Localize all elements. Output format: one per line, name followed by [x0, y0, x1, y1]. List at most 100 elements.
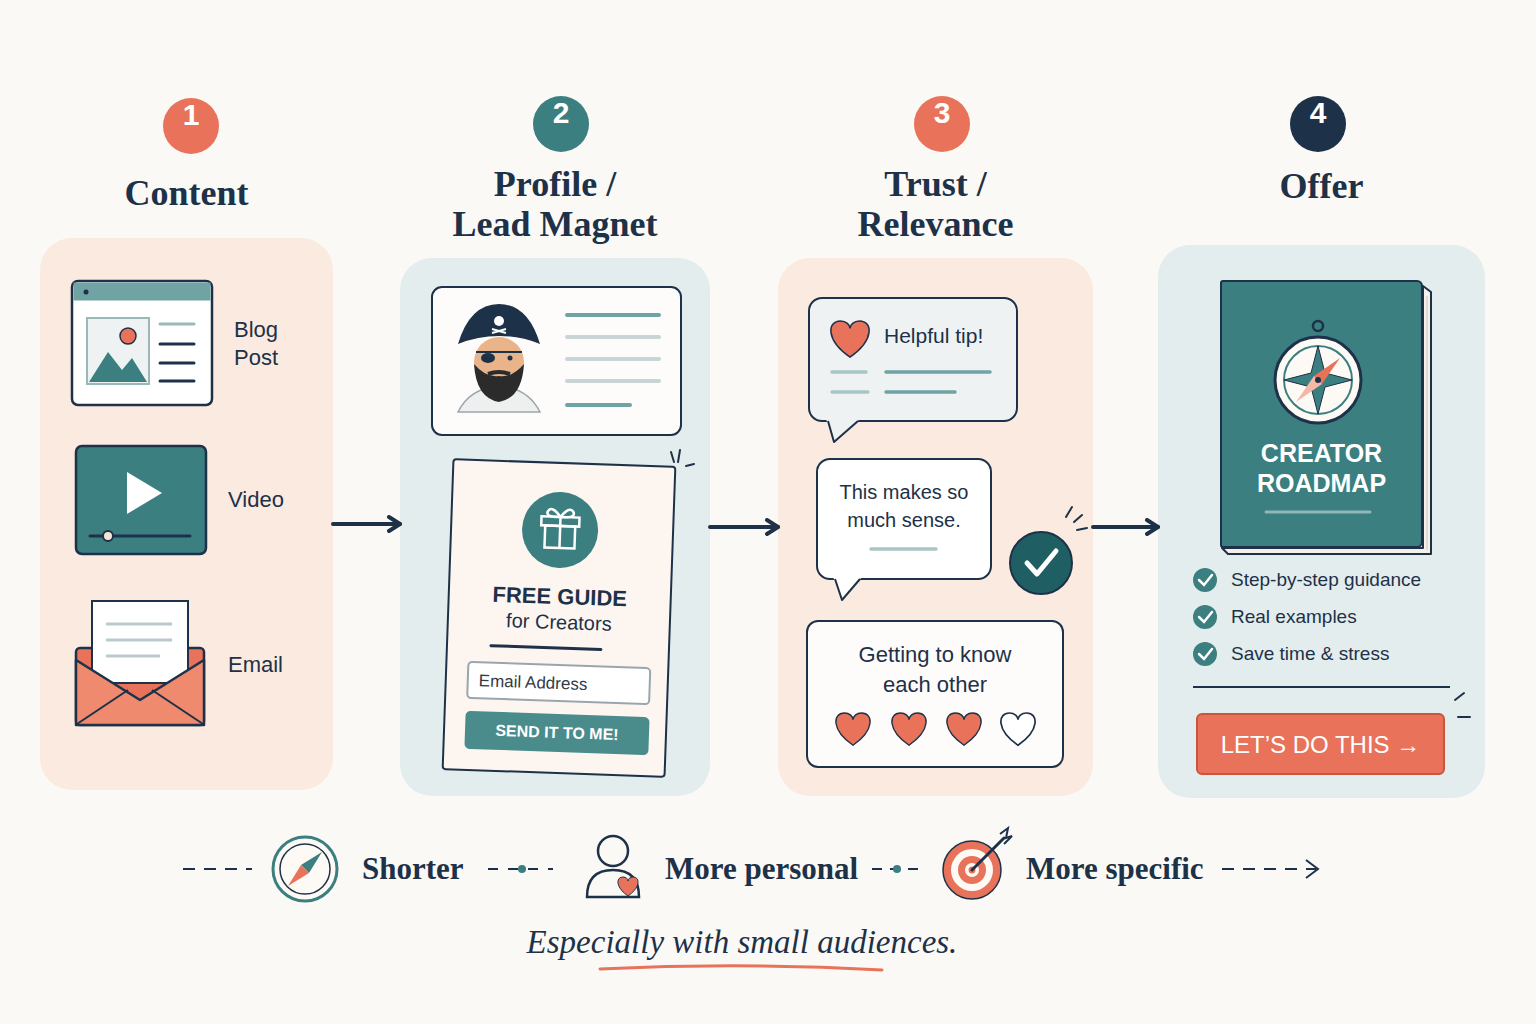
illustration-part [488, 372, 510, 374]
illustration-part [835, 579, 860, 600]
illustration-part [106, 655, 160, 658]
flow-arrow [1093, 525, 1158, 529]
bubble-text: This makes so much sense. [829, 478, 979, 534]
callout-number: 4 [1290, 96, 1346, 130]
illustration-part [1455, 693, 1464, 700]
illustration-part [1313, 321, 1323, 331]
card-title: FREE GUIDE [449, 580, 670, 614]
benefit-item: Real examples [1231, 605, 1357, 629]
illustration-part [458, 304, 540, 344]
button-text: SEND IT TO ME! [465, 720, 650, 746]
step-number: 4 [1290, 96, 1346, 152]
illustration-part [474, 364, 524, 402]
bubble-text: Helpful tip! [884, 323, 983, 349]
panel-heading: Content [67, 173, 307, 213]
illustration-part [1077, 528, 1087, 530]
illustration-part [84, 290, 89, 295]
illustration-part [547, 509, 574, 518]
illustration-part [476, 351, 522, 353]
illustration-part [160, 343, 194, 346]
illustration-part [1315, 377, 1321, 383]
illustration-part [836, 713, 870, 745]
illustration-part [567, 403, 630, 407]
email-icon [76, 601, 204, 725]
illustration-part [1222, 286, 1431, 554]
illustration-part [893, 865, 901, 873]
illustration-part [103, 531, 113, 541]
illustration-part [90, 535, 190, 538]
principle-label: More personal [665, 850, 858, 888]
illustration-part [1193, 686, 1450, 688]
compass-icon [1266, 321, 1370, 512]
bubble-tail [826, 419, 862, 600]
illustration-part [160, 362, 194, 365]
illustration-part [892, 713, 926, 745]
illustration-part [1306, 860, 1318, 878]
illustration-part [491, 646, 601, 650]
relationship-box: Getting to know each other [806, 620, 1064, 768]
illustration-part [76, 648, 204, 725]
heart-icon [831, 321, 869, 357]
illustration-part [886, 370, 990, 374]
gift-icon [491, 490, 606, 650]
callout-number: 1 [163, 98, 219, 132]
submit-button: SEND IT TO ME! [464, 711, 649, 755]
illustration-part [886, 390, 955, 394]
video-icon [76, 446, 206, 554]
check-badge [1010, 532, 1072, 594]
button-text: LET’S DO THIS → [1198, 731, 1443, 759]
illustration-part [671, 452, 674, 462]
target-icon [943, 828, 1012, 899]
product-book: CREATOR ROADMAP [1220, 280, 1423, 548]
sparkle [1455, 693, 1470, 717]
illustration-part [474, 337, 524, 387]
illustration-part [127, 472, 162, 514]
box-text: Getting to know each other [840, 640, 1030, 700]
heart-row [836, 713, 1035, 745]
illustration-part [1275, 337, 1361, 423]
illustration-part [1284, 346, 1352, 414]
stage-panel: OfferCREATOR ROADMAPLET’S DO THIS → [1158, 245, 1485, 798]
principle-label: Shorter [362, 850, 464, 888]
channel-label: Video [228, 486, 284, 514]
illustration-part [872, 868, 920, 870]
panel-heading: Profile / Lead Magnet [440, 164, 670, 244]
person-icon [587, 836, 639, 897]
illustration-part [183, 868, 252, 870]
illustration-part [1074, 515, 1082, 522]
illustration-part [1458, 716, 1470, 718]
sparkle [671, 450, 694, 466]
stage-panel: Profile / Lead MagnetFREE GUIDEfor Creat… [400, 258, 710, 796]
illustration-part [1427, 296, 1428, 550]
illustration-part [1193, 605, 1217, 629]
illustration-part [160, 323, 194, 326]
illustration-part [833, 577, 862, 600]
illustration-part [832, 370, 866, 374]
illustration-part [826, 419, 860, 442]
illustration-part [686, 464, 694, 466]
illustration-part [89, 352, 147, 382]
illustration-part [1066, 507, 1072, 517]
illustration-part [587, 870, 639, 897]
illustration-part [951, 849, 993, 891]
illustration-part [72, 281, 212, 405]
illustration-part [969, 867, 976, 874]
panel-heading: Offer [1202, 166, 1442, 206]
illustration-part [494, 316, 504, 326]
illustration-part [301, 852, 322, 873]
book-title: CREATOR ROADMAP [1232, 438, 1412, 498]
callout-number: 2 [533, 96, 589, 130]
illustration-part [77, 690, 203, 724]
illustration-part [832, 390, 868, 394]
card-subtitle: for Creators [449, 606, 670, 638]
compass-icon [273, 837, 337, 901]
channel-label: Email [228, 651, 283, 679]
book-pages [1222, 286, 1431, 554]
illustration-part [432, 287, 681, 435]
stage-panel: Content [40, 238, 333, 790]
step-number: 1 [163, 98, 219, 154]
illustration-part [943, 841, 1001, 899]
illustration-part [518, 865, 526, 873]
illustration-part [567, 379, 659, 383]
